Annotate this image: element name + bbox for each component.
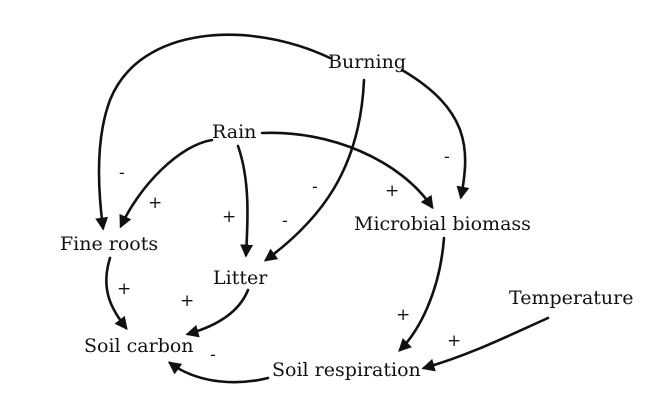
sign-fine-roots-soil-carbon: + [117, 279, 131, 299]
sign-burning-litter-a: - [312, 177, 318, 197]
sign-rain-microbial-biomass: + [385, 181, 399, 201]
node-soil-carbon: Soil carbon [84, 335, 194, 357]
sign-rain-fine-roots: + [148, 193, 162, 213]
sign-burning-fine-roots: - [119, 163, 125, 183]
sign-burning-microbial-biomass: - [444, 147, 450, 167]
node-fine-roots: Fine roots [60, 233, 158, 255]
node-burning: Burning [328, 51, 406, 73]
node-soil-respiration: Soil respiration [272, 359, 421, 381]
edge-burning-to-fine-roots [95, 33, 332, 231]
sign-temperature-soil-respiration: + [447, 331, 461, 351]
edge-soil-respiration-to-soil-carbon [167, 361, 270, 384]
node-temperature: Temperature [509, 287, 633, 309]
edge-litter-to-soil-carbon [185, 288, 250, 338]
sign-soil-respiration-soil-carbon: - [210, 345, 216, 365]
edge-rain-to-litter [236, 144, 254, 258]
node-microbial-biomass: Microbial biomass [354, 213, 531, 235]
edge-fine-roots-to-soil-carbon [105, 256, 128, 331]
sign-microbial-biomass-soil-respiration: + [396, 305, 410, 325]
sign-burning-litter-b: - [282, 211, 288, 231]
edge-temperature-to-soil-respiration [421, 316, 550, 372]
edge-burning-to-microbial-biomass [400, 68, 470, 200]
edge-burning-to-litter [263, 78, 366, 262]
sign-litter-soil-carbon: + [180, 291, 194, 311]
edge-microbial-biomass-to-soil-respiration [398, 236, 446, 352]
sign-rain-litter: + [222, 207, 236, 227]
node-litter: Litter [213, 267, 268, 289]
edge-rain-to-fine-roots [119, 138, 214, 229]
node-rain: Rain [212, 121, 256, 143]
edge-rain-to-microbial-biomass [260, 131, 434, 210]
